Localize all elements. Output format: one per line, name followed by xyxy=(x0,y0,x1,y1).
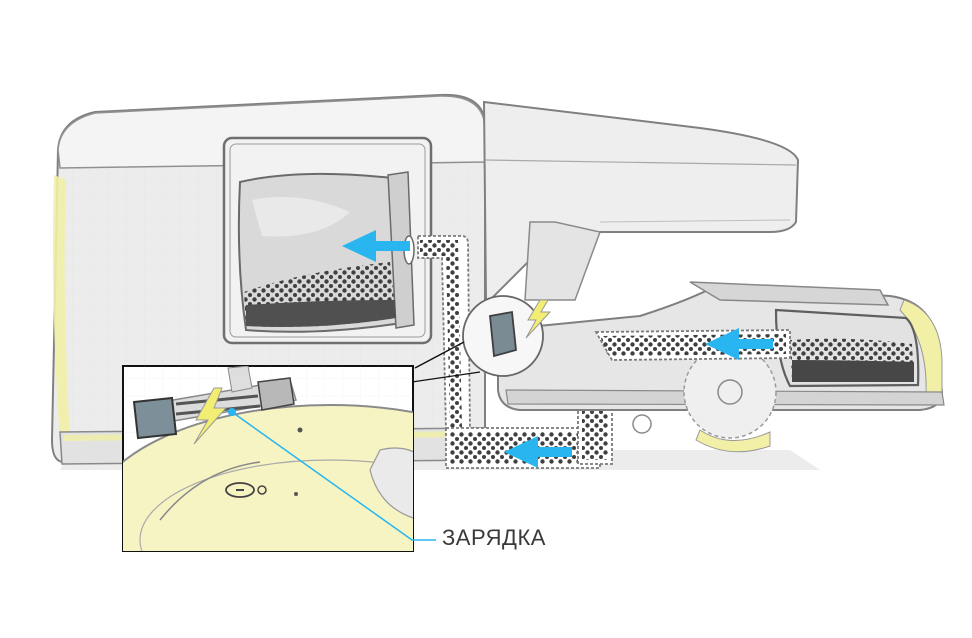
charging-callout-label: ЗАРЯДКА xyxy=(442,525,546,551)
robot-vacuum xyxy=(498,282,944,452)
magnified-inset xyxy=(90,366,570,635)
